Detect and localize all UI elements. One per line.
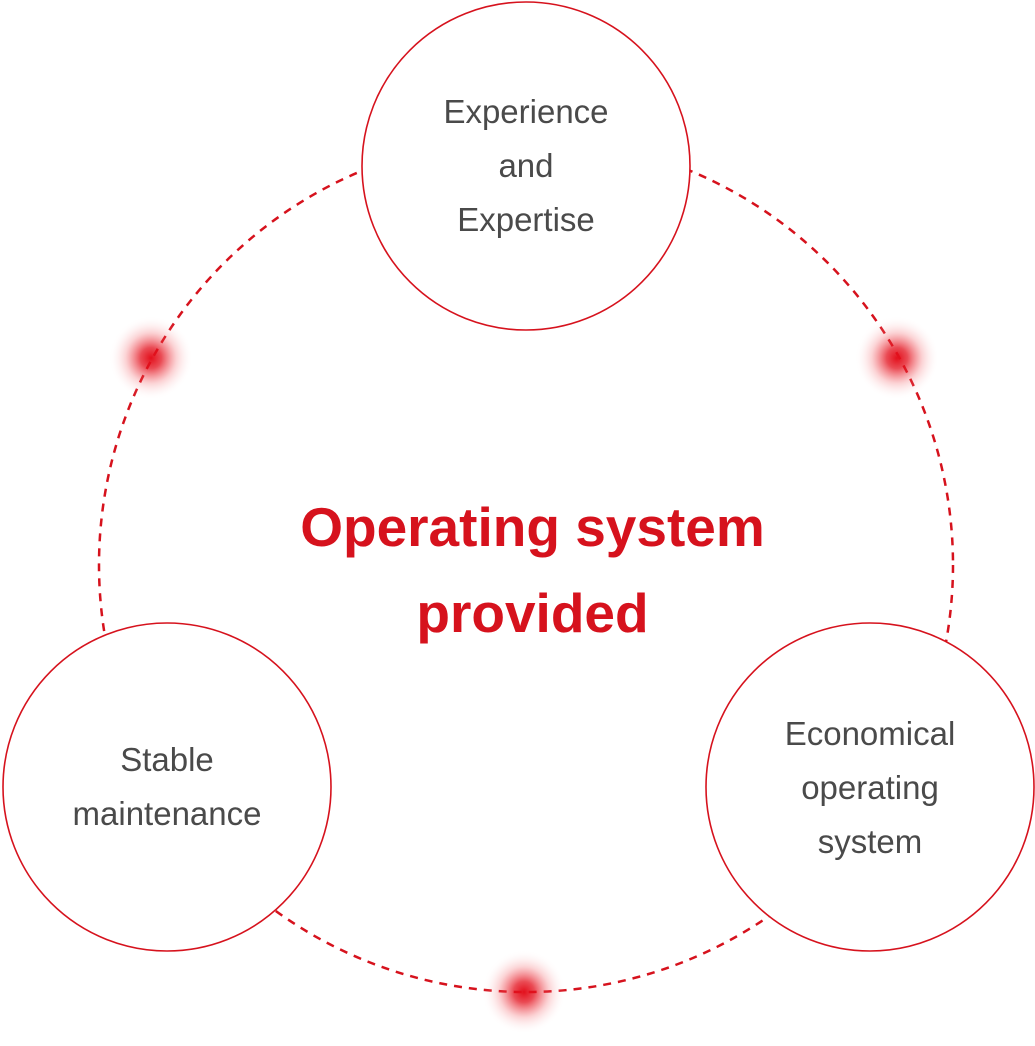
glow-dot-bottom <box>482 950 566 1034</box>
node-circle-experience <box>361 1 691 331</box>
node-circle-maintenance <box>2 622 332 952</box>
node-label-economical: Economical operating system <box>784 715 956 860</box>
node-circle-economical <box>705 622 1035 952</box>
node-label-maintenance: Stable maintenance <box>72 741 262 832</box>
glow-dot-left <box>109 316 193 400</box>
center-title: Operating system provided <box>300 496 765 644</box>
glow-dot-right <box>855 316 939 400</box>
node-label-experience: Experience and Expertise <box>443 93 609 238</box>
